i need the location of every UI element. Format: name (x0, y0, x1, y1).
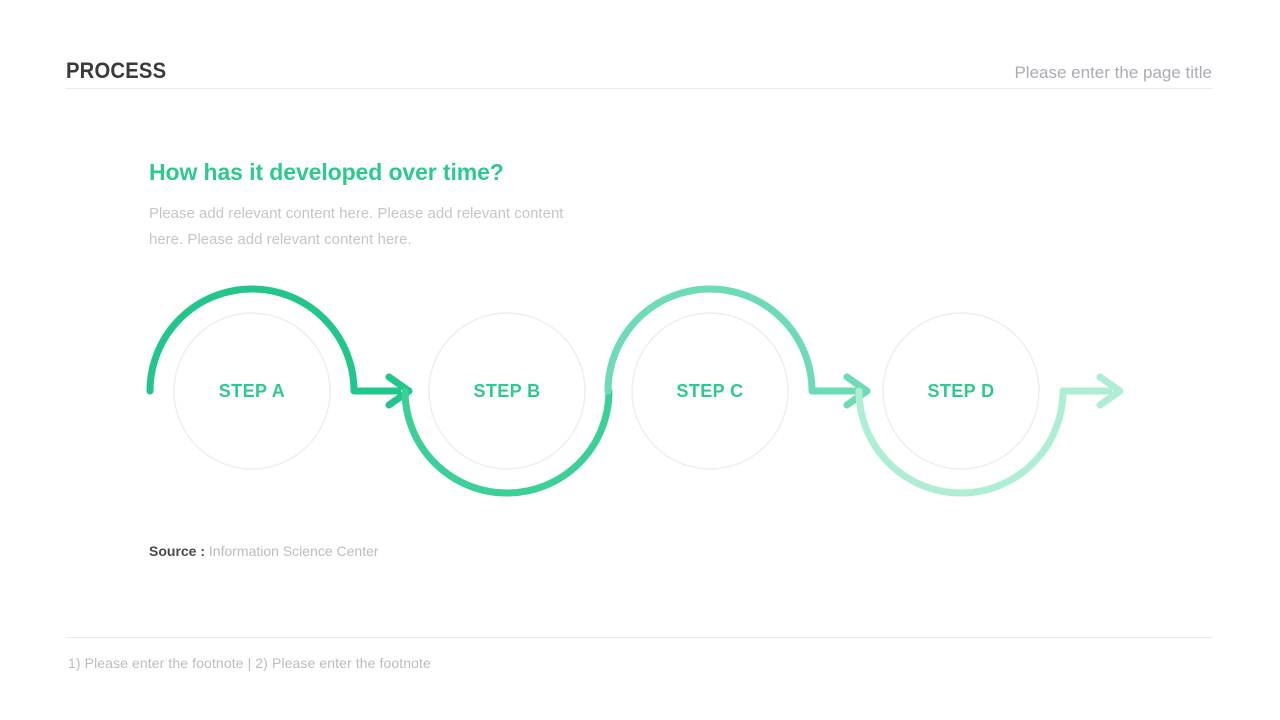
step-arc-2 (401, 387, 613, 497)
step-arc-group-2 (401, 387, 613, 497)
step-arc-group-4 (855, 373, 1124, 497)
step-arc-group-1 (146, 285, 413, 409)
step-arc-3 (604, 285, 816, 395)
slide-header: PROCESS Please enter the page title (66, 40, 1212, 89)
source-value: Information Science Center (208, 543, 379, 559)
step-circle-outline-2 (428, 312, 586, 470)
content-heading: How has it developed over time? (149, 159, 504, 185)
step-arc-4 (855, 387, 1067, 497)
connector-arrowhead-1 (385, 373, 413, 409)
step-circle-outline-3 (631, 312, 789, 470)
page-title-placeholder[interactable]: Please enter the page title (1014, 63, 1212, 82)
content-body-text: Please add relevant content here. Please… (149, 205, 564, 248)
step-circle-outline-1 (173, 312, 331, 470)
connector-arrowhead-3 (843, 373, 871, 409)
step-arc-group-3 (604, 285, 871, 409)
step-label-2[interactable]: STEP B (473, 381, 540, 401)
step-label-1[interactable]: STEP A (219, 381, 285, 401)
step-label-4[interactable]: STEP D (927, 381, 994, 401)
step-arc-1 (146, 285, 358, 395)
footer-divider (66, 637, 1212, 638)
process-diagram-svg: STEP A STEP B STEP C STEP D (146, 285, 1124, 497)
footnote-text[interactable]: 1) Please enter the footnote | 2) Please… (68, 655, 431, 671)
process-diagram: STEP A STEP B STEP C STEP D (0, 268, 1280, 518)
source-label: Source : (149, 543, 206, 559)
connector-arrowhead-4 (1096, 373, 1124, 409)
step-label-3[interactable]: STEP C (676, 381, 743, 401)
step-circle-outline-4 (882, 312, 1040, 470)
page-title: PROCESS (66, 58, 167, 83)
source-line: Source : Information Science Center (149, 543, 379, 559)
